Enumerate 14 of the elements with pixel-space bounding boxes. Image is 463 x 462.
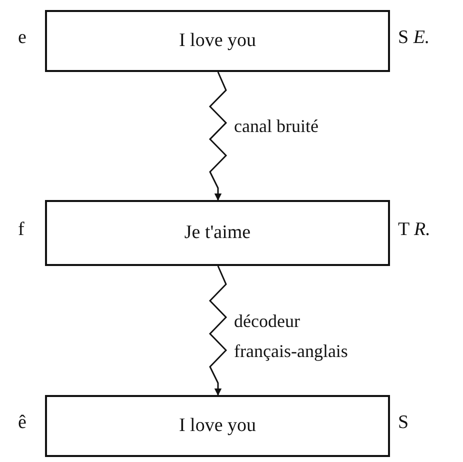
process-box: [45, 200, 390, 266]
side-label: f: [18, 219, 24, 241]
side-label: S E.: [398, 27, 430, 49]
side-label: ê: [18, 412, 26, 434]
wavy-arrow: [208, 72, 228, 201]
side-label: S: [398, 412, 409, 434]
box-text: Je t'aime: [184, 222, 251, 244]
process-box: [45, 395, 390, 457]
box-text: I love you: [178, 30, 256, 52]
process-box: [45, 10, 390, 72]
box-text: I love you: [178, 415, 256, 437]
side-label: e: [18, 27, 26, 49]
side-label: T R.: [398, 219, 430, 241]
wavy-arrow: [208, 266, 228, 396]
